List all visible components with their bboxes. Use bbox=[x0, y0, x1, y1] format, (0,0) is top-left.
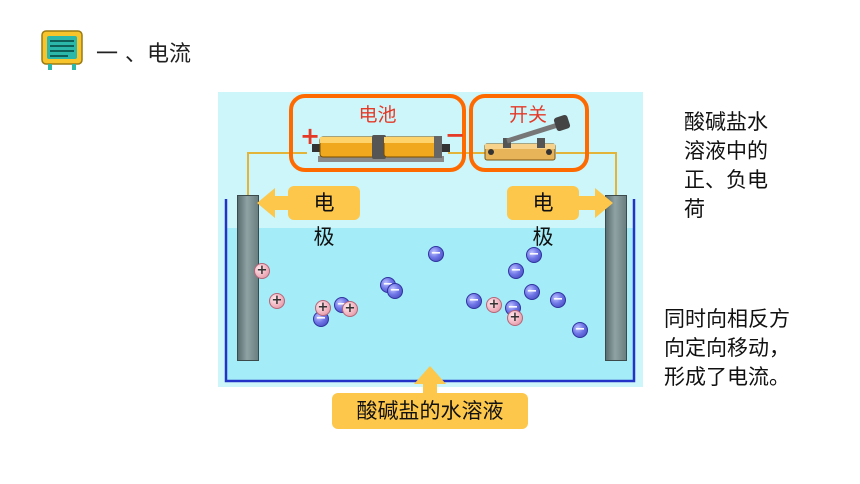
negative-ion: − bbox=[428, 246, 444, 262]
negative-ion: − bbox=[387, 283, 403, 299]
switch-icon bbox=[484, 114, 571, 161]
negative-ion: − bbox=[466, 293, 482, 309]
positive-ion: + bbox=[254, 263, 270, 279]
negative-ion: − bbox=[572, 322, 588, 338]
wire-right-vertical bbox=[615, 152, 617, 196]
notepad-icon bbox=[41, 30, 83, 70]
minus-sign: − bbox=[445, 121, 466, 149]
arrow-right-icon bbox=[575, 188, 613, 218]
note-ions: 酸碱盐水 溶液中的 正、负电 荷 bbox=[684, 108, 804, 224]
note-ions-line: 溶液中的 bbox=[684, 139, 768, 163]
battery-label: 电池 bbox=[358, 104, 397, 126]
plus-sign: + bbox=[300, 122, 321, 150]
note-ions-line: 酸碱盐水 bbox=[684, 110, 768, 134]
negative-ion: − bbox=[550, 292, 566, 308]
arrow-up-icon bbox=[414, 366, 446, 398]
note-ions-line: 正、负电 bbox=[684, 168, 768, 192]
electrode-left-line1: 电 bbox=[313, 191, 335, 215]
note-current-line: 向定向移动， bbox=[664, 336, 790, 360]
positive-ion: + bbox=[269, 293, 285, 309]
switch-label: 开关 bbox=[508, 104, 547, 126]
electrode-left-tag: 电 bbox=[288, 186, 360, 220]
wire-left-vertical bbox=[247, 152, 249, 196]
wire-left-horizontal bbox=[247, 152, 307, 154]
solution-label: 酸碱盐的水溶液 bbox=[332, 393, 528, 429]
battery-icon bbox=[312, 135, 450, 162]
note-current-line: 同时向相反方 bbox=[664, 307, 790, 331]
battery-frame bbox=[289, 94, 466, 172]
negative-ion: − bbox=[526, 247, 542, 263]
electrode-right-line1: 电 bbox=[532, 191, 554, 215]
wire-middle bbox=[448, 152, 488, 154]
electrode-right-tag: 电 bbox=[507, 186, 579, 220]
note-current: 同时向相反方 向定向移动， 形成了电流。 bbox=[664, 305, 844, 392]
switch-frame bbox=[469, 94, 589, 172]
arrow-left-icon bbox=[257, 188, 295, 218]
note-ions-line: 荷 bbox=[684, 197, 705, 221]
negative-ion: − bbox=[524, 284, 540, 300]
electrode-right-line2: 极 bbox=[532, 225, 554, 249]
section-title: 一 、电流 bbox=[96, 42, 191, 67]
electrode-left-line2: 极 bbox=[313, 225, 335, 249]
electrode-right bbox=[605, 195, 627, 361]
note-current-line: 形成了电流。 bbox=[664, 365, 790, 389]
negative-ion: − bbox=[508, 263, 524, 279]
positive-ion: + bbox=[486, 297, 502, 313]
positive-ion: + bbox=[315, 300, 331, 316]
positive-ion: + bbox=[507, 310, 523, 326]
positive-ion: + bbox=[342, 301, 358, 317]
